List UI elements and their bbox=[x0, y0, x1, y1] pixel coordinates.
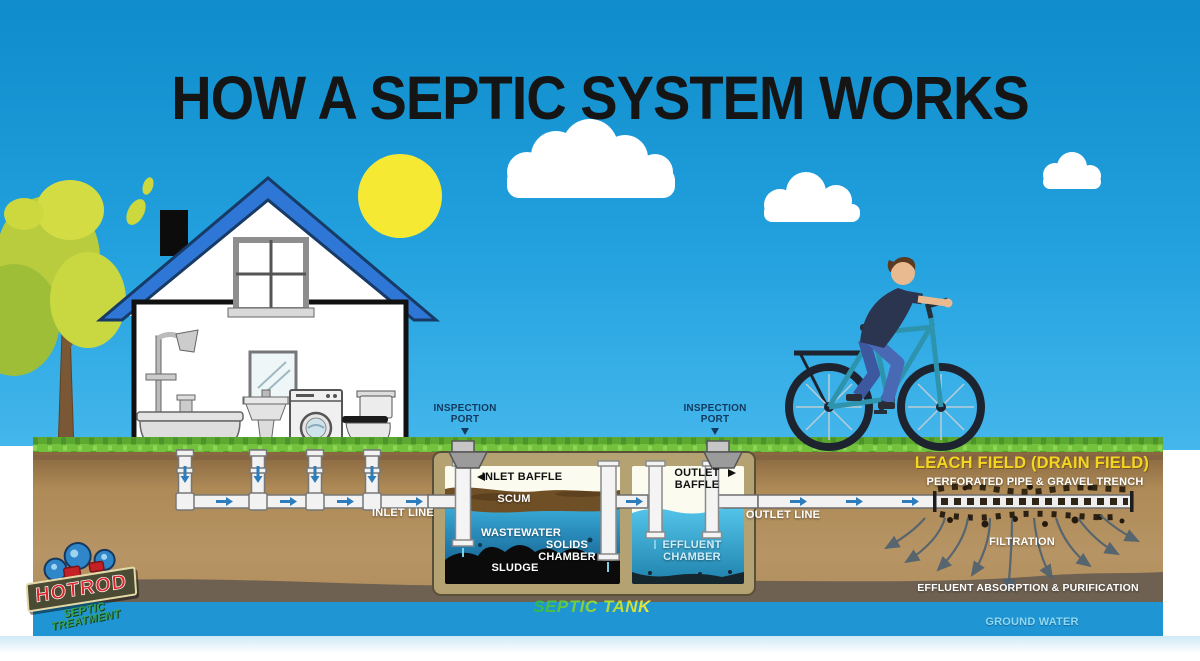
solids-chamber bbox=[445, 466, 620, 584]
inspection-port-right-line2: PORT bbox=[700, 414, 730, 426]
inlet-baffle-label: INLET BAFFLE bbox=[481, 471, 563, 483]
absorption-label: EFFLUENT ABSORPTION & PURIFICATION bbox=[917, 582, 1139, 594]
effluent-chamber-line2: CHAMBER bbox=[663, 551, 721, 564]
outlet-baffle-line1: OUTLET bbox=[674, 467, 720, 479]
tree bbox=[0, 177, 154, 453]
septic-tank-caption: SEPTIC TANK bbox=[533, 597, 651, 616]
outlet-and-leach-field bbox=[757, 483, 1140, 595]
outlet-baffle-label: OUTLET BAFFLE bbox=[674, 467, 719, 492]
inspection-port-right-line1: INSPECTION bbox=[683, 403, 747, 414]
hotrod-logo: HOTROD SEPTIC TREATMENT bbox=[12, 531, 148, 636]
arrow-down-icon bbox=[711, 428, 719, 435]
filtration-arrows bbox=[884, 514, 1140, 595]
outlet-baffle-line2: BAFFLE bbox=[674, 479, 720, 492]
perforated-pipe-label: PERFORATED PIPE & GRAVEL TRENCH bbox=[926, 476, 1144, 488]
sludge-label: SLUDGE bbox=[491, 562, 539, 574]
cloud-medium bbox=[764, 172, 860, 222]
wastewater-label: WASTEWATER bbox=[480, 527, 562, 539]
cyclist bbox=[785, 257, 985, 451]
ground-water-label: GROUND WATER bbox=[985, 616, 1079, 628]
gravel bbox=[937, 483, 1133, 528]
leach-field-title: LEACH FIELD (DRAIN FIELD) bbox=[914, 454, 1150, 472]
inspection-port-left-line1: INSPECTION bbox=[433, 403, 497, 414]
filtration-label: FILTRATION bbox=[989, 536, 1055, 548]
outlet-line-label: OUTLET LINE bbox=[745, 509, 821, 521]
cloud-large bbox=[507, 119, 675, 198]
inspection-port-left-line2: PORT bbox=[450, 414, 480, 426]
effluent-chamber-line1: EFFLUENT bbox=[662, 539, 722, 551]
arrow-right-icon bbox=[728, 469, 736, 477]
sun bbox=[358, 154, 442, 238]
cloud-small bbox=[1043, 152, 1101, 189]
inspection-port-label-right: INSPECTION PORT bbox=[683, 403, 746, 425]
solids-chamber-line2: CHAMBER bbox=[538, 551, 596, 564]
inspection-ports bbox=[447, 440, 744, 469]
page-title: HOW A SEPTIC SYSTEM WORKS bbox=[171, 63, 1030, 133]
ground-water-layer bbox=[33, 602, 1163, 636]
scum-label: SCUM bbox=[497, 493, 531, 505]
arrow-down-icon bbox=[461, 428, 469, 435]
effluent-chamber-label: EFFLUENT CHAMBER bbox=[662, 539, 721, 564]
window bbox=[227, 237, 315, 318]
drain-pipes bbox=[175, 449, 463, 511]
solids-chamber-label: SOLIDS CHAMBER bbox=[538, 539, 596, 564]
solids-chamber-line1: SOLIDS bbox=[545, 539, 589, 551]
arrow-left-icon bbox=[477, 473, 485, 481]
inlet-line-label: INLET LINE bbox=[372, 507, 434, 519]
septic-tank bbox=[427, 451, 759, 596]
inspection-port-label-left: INSPECTION PORT bbox=[433, 403, 496, 425]
